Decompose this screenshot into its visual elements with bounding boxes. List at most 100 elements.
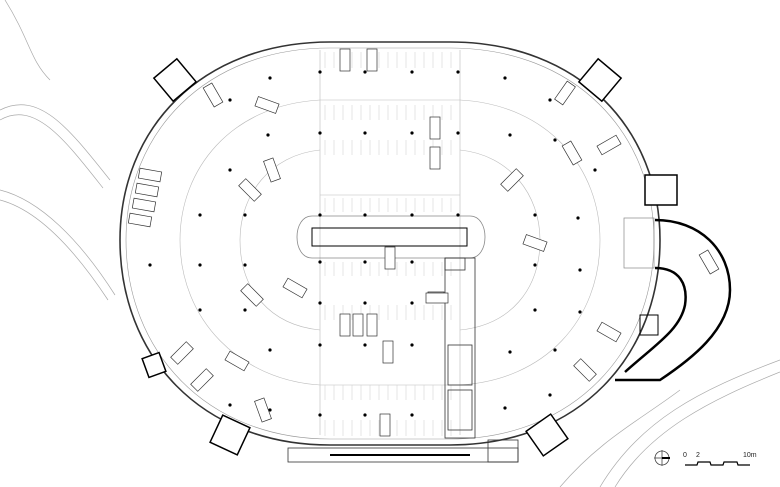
entry-gate [623, 217, 655, 269]
parked-car [127, 212, 153, 228]
parked-car [382, 340, 394, 364]
parked-car [131, 197, 157, 213]
parked-car [263, 157, 281, 183]
scale-label-10m: 10m [743, 452, 757, 459]
scale-label-0: 0 [683, 452, 687, 459]
column [363, 301, 367, 305]
column [243, 263, 247, 267]
column [410, 70, 414, 74]
parked-car [254, 397, 272, 423]
column [410, 260, 414, 264]
parked-car [522, 234, 548, 252]
column [363, 413, 367, 417]
ramp-box [639, 314, 659, 336]
column [363, 343, 367, 347]
column [363, 260, 367, 264]
parked-car [366, 313, 378, 337]
column [363, 131, 367, 135]
column [318, 70, 322, 74]
column [576, 216, 580, 220]
column [318, 213, 322, 217]
parked-car [561, 140, 583, 166]
stair-towers [141, 57, 678, 457]
column [533, 263, 537, 267]
column [318, 343, 322, 347]
column [508, 350, 512, 354]
column [198, 308, 202, 312]
column [456, 213, 460, 217]
parked-car [573, 358, 597, 382]
inner-wall-line [125, 47, 655, 440]
parked-car [596, 134, 622, 156]
column [243, 308, 247, 312]
service-core [427, 257, 476, 439]
scale-label-2: 2 [696, 452, 700, 459]
column [198, 213, 202, 217]
parked-car [170, 341, 194, 365]
columns [148, 70, 597, 417]
column [228, 98, 232, 102]
column [553, 348, 557, 352]
parked-car [554, 80, 576, 106]
column [410, 301, 414, 305]
column [228, 403, 232, 407]
column [410, 131, 414, 135]
central-ramp [311, 227, 468, 247]
column [318, 413, 322, 417]
column [533, 308, 537, 312]
column [198, 263, 202, 267]
parked-car [339, 48, 351, 72]
parked-car [352, 313, 364, 337]
parked-car [282, 277, 308, 299]
column [243, 213, 247, 217]
column [553, 138, 557, 142]
column [268, 348, 272, 352]
parked-car [698, 249, 720, 275]
column [578, 310, 582, 314]
column [410, 343, 414, 347]
parked-car [425, 292, 449, 304]
column [410, 413, 414, 417]
parked-car [379, 413, 391, 437]
parked-car [137, 167, 163, 183]
parked-car [384, 246, 396, 270]
column [363, 213, 367, 217]
parked-car [500, 168, 524, 192]
column [410, 213, 414, 217]
parked-car [224, 350, 250, 372]
parking-stall-lines [324, 52, 452, 436]
parked-car [429, 146, 441, 170]
parked-car [238, 178, 262, 202]
bottom-entry [287, 439, 519, 463]
column [578, 268, 582, 272]
column [503, 406, 507, 410]
column [548, 98, 552, 102]
column [363, 70, 367, 74]
column [593, 168, 597, 172]
parked-car [254, 96, 280, 114]
column [318, 260, 322, 264]
exit-ramp [615, 218, 732, 382]
parked-car [366, 48, 378, 72]
column [148, 263, 152, 267]
parked-car [202, 82, 224, 108]
column [456, 131, 460, 135]
column [508, 133, 512, 137]
parked-car [339, 313, 351, 337]
column [268, 408, 272, 412]
column [503, 76, 507, 80]
column [533, 213, 537, 217]
column [318, 131, 322, 135]
scale-bar [685, 461, 750, 466]
column [548, 393, 552, 397]
outer-wall [119, 41, 661, 446]
north-arrow-icon [654, 450, 670, 466]
parked-car [429, 116, 441, 140]
parked-car [190, 368, 214, 392]
column [318, 301, 322, 305]
parked-car [134, 182, 160, 198]
column [228, 168, 232, 172]
parked-car [596, 321, 622, 343]
